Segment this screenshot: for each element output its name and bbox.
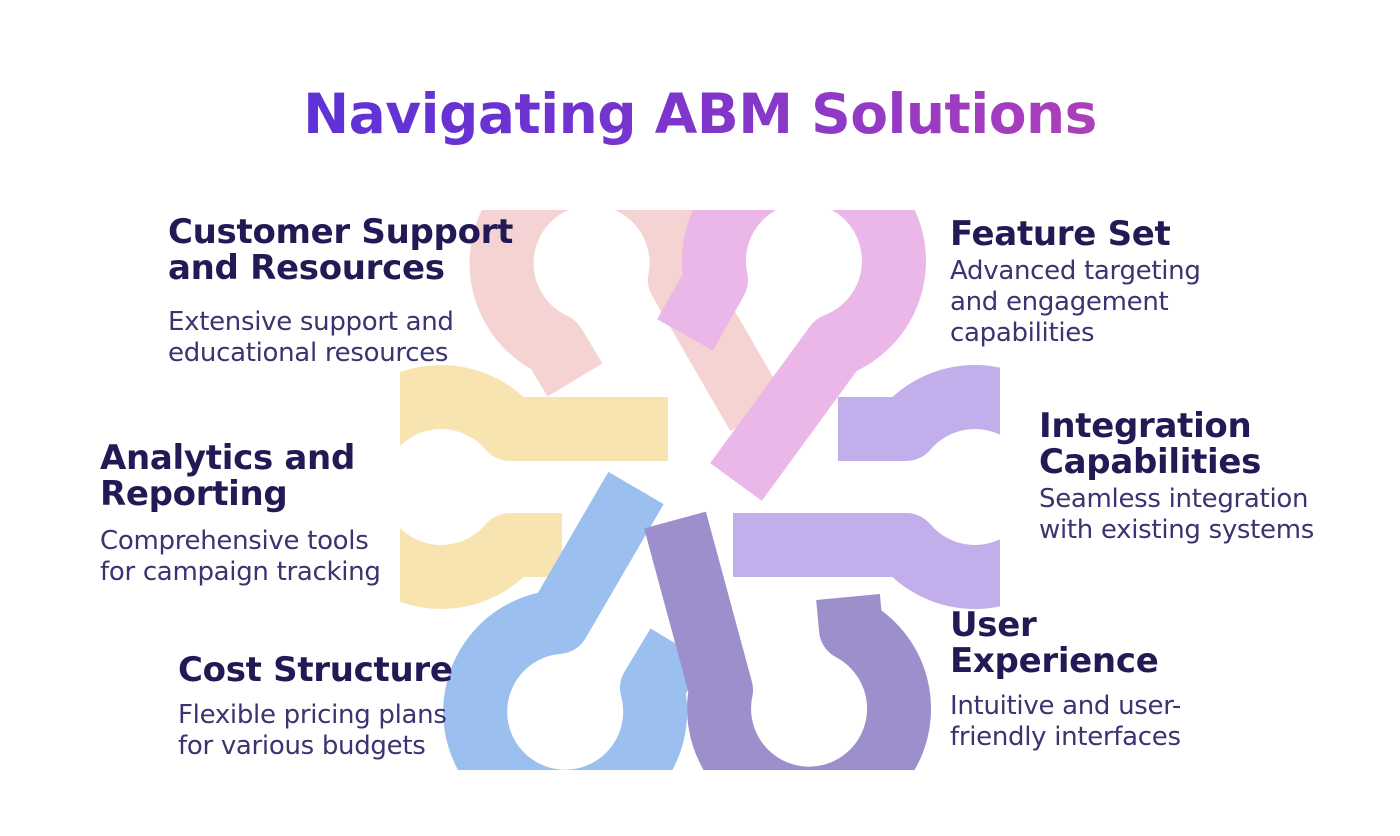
cost-desc-line1: Flexible pricing plans [178, 700, 447, 730]
integration-heading-line1: Integration [1039, 406, 1252, 446]
customer-support-description: Extensive support and educational resour… [168, 307, 468, 369]
loop-integration [733, 365, 1000, 609]
loop-feature-set [657, 210, 926, 501]
analytics-description: Comprehensive tools for campaign trackin… [100, 526, 400, 588]
user-experience-heading: User Experience [950, 607, 1280, 679]
customer-support-heading-line1: Customer Support [168, 212, 514, 252]
integration-heading: Integration Capabilities [1039, 408, 1379, 480]
analytics-desc-line2: for campaign tracking [100, 557, 381, 587]
customer-support-desc-line1: Extensive support and [168, 307, 454, 337]
user-experience-block: User Experience Intuitive and user- frie… [950, 607, 1280, 753]
cost-structure-heading: Cost Structure [178, 650, 453, 690]
integration-heading-line2: Capabilities [1039, 442, 1262, 482]
ux-heading-line1: User [950, 605, 1037, 645]
ux-desc-line1: Intuitive and user- [950, 691, 1182, 721]
cost-desc-line2: for various budgets [178, 731, 426, 761]
integration-desc-line2: with existing systems [1039, 515, 1315, 545]
integration-block: Integration Capabilities Seamless integr… [1039, 408, 1379, 546]
analytics-block: Analytics and Reporting Comprehensive to… [100, 440, 400, 588]
cost-structure-block: Cost Structure Flexible pricing plans fo… [178, 652, 478, 762]
feature-desc-line2: and engagement [950, 287, 1169, 317]
customer-support-heading: Customer Support and Resources [168, 214, 528, 286]
feature-set-heading: Feature Set [950, 214, 1171, 254]
loop-user-experience [644, 511, 931, 770]
integration-desc-line1: Seamless integration [1039, 484, 1309, 514]
user-experience-description: Intuitive and user- friendly interfaces [950, 691, 1200, 753]
cost-structure-description: Flexible pricing plans for various budge… [178, 700, 478, 762]
ux-heading-line2: Experience [950, 641, 1159, 681]
ux-desc-line2: friendly interfaces [950, 722, 1181, 752]
page-title: Navigating ABM Solutions [0, 74, 1400, 154]
loop-cost-structure [443, 471, 706, 770]
analytics-heading-line2: Reporting [100, 474, 288, 514]
feature-set-description: Advanced targeting and engagement capabi… [950, 256, 1210, 349]
customer-support-desc-line2: educational resources [168, 338, 449, 368]
feature-desc-line1: Advanced targeting [950, 256, 1201, 286]
analytics-heading-line1: Analytics and [100, 438, 356, 478]
customer-support-heading-line2: and Resources [168, 248, 445, 288]
loop-customer-support [469, 210, 786, 432]
feature-desc-line3: capabilities [950, 318, 1095, 348]
customer-support-block: Customer Support and Resources Extensive… [168, 214, 528, 369]
integration-description: Seamless integration with existing syste… [1039, 484, 1339, 546]
analytics-desc-line1: Comprehensive tools [100, 526, 369, 556]
analytics-heading: Analytics and Reporting [100, 440, 400, 512]
feature-set-block: Feature Set Advanced targeting and engag… [950, 216, 1280, 349]
loop-analytics [400, 365, 668, 609]
six-loop-knot-icon [400, 210, 1000, 770]
